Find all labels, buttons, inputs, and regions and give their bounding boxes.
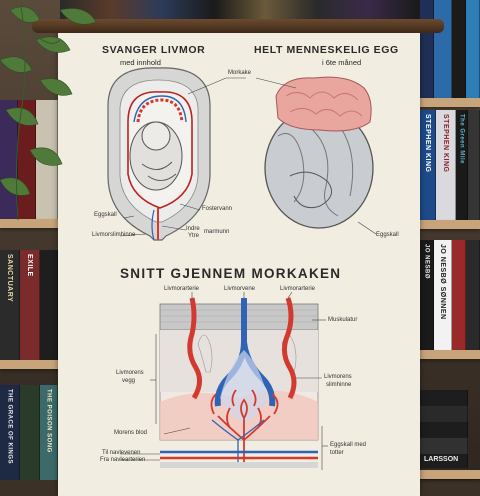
- book-spine: [420, 0, 434, 98]
- label-livmorarterie-1: Livmorarterie: [164, 286, 200, 292]
- label-livmorens-vegg-1: Livmorens: [116, 370, 144, 376]
- placenta-illustration: [159, 297, 319, 468]
- label-indre: Indre: [186, 226, 200, 232]
- label-livmorens-vegg-2: vegg: [122, 378, 136, 384]
- leader-lines-bottom: [120, 291, 328, 470]
- book-title: EXILE: [26, 254, 33, 277]
- label-morkake: Morkake: [228, 70, 252, 76]
- book-title: JO NESBØ: [423, 244, 430, 280]
- book-spine: [434, 0, 452, 98]
- book-title: STEPHEN KING: [424, 114, 431, 173]
- anatomy-poster: Nr 7 SVANGER LIVMOR med innhold HELT MEN…: [58, 26, 420, 496]
- villi-arteries: [210, 389, 279, 466]
- book-spine: [20, 385, 40, 480]
- plant-leaves: [0, 0, 97, 221]
- book-title: THE POISON SONG: [45, 389, 52, 453]
- label-eggskall-med-1: Eggskall med: [330, 442, 367, 448]
- hanging-rod: [32, 19, 444, 33]
- label-ytre: Ytre: [188, 233, 200, 239]
- book-stack: [420, 438, 468, 454]
- label-livmorslimhinne: Livmorslimhinne: [92, 232, 136, 238]
- book-spine: THE GRACE OF KINGS: [0, 385, 20, 480]
- book-title: STEPHEN KING: [442, 114, 449, 173]
- book-title: SANCTUARY: [6, 254, 13, 303]
- book-stack: LARSSON: [420, 454, 468, 468]
- left-title: SVANGER LIVMOR: [102, 44, 206, 56]
- book-title: The Green Mile: [458, 114, 465, 165]
- leader-lines-top: [119, 77, 377, 237]
- book-spine: [452, 0, 466, 98]
- book-spine: [452, 240, 466, 350]
- label-fra-navlearterien: Fra navlearterien: [100, 457, 146, 463]
- book-spine: [468, 110, 480, 220]
- book-title: JO NESBØ SØNNEN: [439, 244, 446, 320]
- book-title: THE GRACE OF KINGS: [6, 389, 13, 465]
- shelf: [0, 219, 60, 228]
- book-stack: [420, 422, 468, 438]
- anatomy-illustrations: [107, 67, 377, 470]
- book-spine: [40, 250, 58, 360]
- label-livmorens-slim-1: Livmorens: [324, 374, 352, 380]
- book-spine: THE POISON SONG: [40, 385, 58, 480]
- label-muskulatur: Muskulatur: [328, 317, 358, 323]
- label-eggskall-right: Eggskall: [376, 232, 399, 238]
- label-eggskall-left: Eggskall: [94, 212, 117, 218]
- villi-veins: [211, 419, 265, 466]
- shelf: [418, 350, 480, 359]
- book-spine: [466, 240, 480, 350]
- book-spine: STEPHEN KING: [436, 110, 456, 220]
- label-eggskall-med-2: totter: [330, 450, 344, 456]
- book-spine: STEPHEN KING: [420, 110, 436, 220]
- book-stack: [420, 390, 468, 406]
- book-spine: JO NESBØ SØNNEN: [434, 240, 452, 350]
- label-livmorens-slim-2: slimhinne: [326, 382, 352, 388]
- shelf: [0, 360, 60, 369]
- right-subtitle: i 6te måned: [322, 58, 362, 67]
- label-livmorarterie-2: Livmorarterie: [280, 286, 316, 292]
- shelf: [418, 98, 480, 107]
- label-marmunn: marmunn: [204, 229, 230, 235]
- egg-illustration: [264, 76, 374, 229]
- left-subtitle: med innhold: [120, 58, 161, 67]
- shelf: [418, 220, 480, 229]
- label-til-navlevenen: Til navlevenen: [102, 450, 141, 456]
- book-spine: EXILE: [20, 250, 40, 360]
- right-title: HELT MENNESKELIG EGG: [254, 44, 399, 56]
- main-title: SNITT GJENNEM MORKAKEN: [120, 266, 342, 281]
- book-stack: [420, 406, 468, 422]
- label-morens-blod: Morens blod: [114, 430, 148, 436]
- book-spine: The Green Mile: [456, 110, 468, 220]
- book-spine: JO NESBØ: [420, 240, 434, 350]
- book-spine: SANCTUARY: [0, 250, 20, 360]
- uterus-illustration: [107, 67, 211, 241]
- label-livmorvene: Livmorvene: [224, 286, 256, 292]
- book-spine: [466, 0, 480, 98]
- label-fostervann: Fostervann: [202, 206, 233, 212]
- book-title: LARSSON: [424, 456, 459, 463]
- shelf: [418, 470, 480, 479]
